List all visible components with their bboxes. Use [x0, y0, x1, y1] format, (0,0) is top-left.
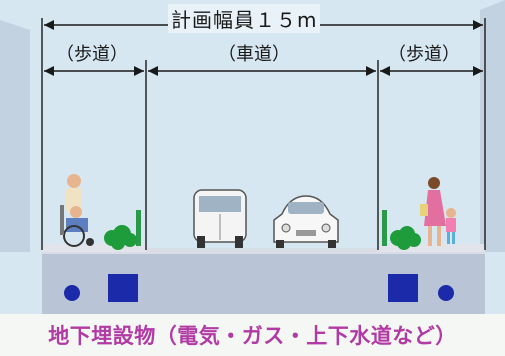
wheelchair-user-illustration [60, 174, 94, 247]
left-curb [42, 244, 146, 252]
right-curb [378, 244, 485, 252]
left-small-pipe [64, 285, 80, 301]
planned-width-label: 計画幅員１５m [168, 4, 321, 33]
left-building-silhouette [0, 20, 30, 252]
left-shrub [104, 225, 137, 250]
left-sidewalk-label: （歩道） [54, 40, 130, 66]
right-utility-conduit [388, 274, 418, 302]
right-building-silhouette [480, 0, 505, 252]
pedestrians-illustration [420, 177, 456, 246]
right-sidewalk-label: （歩道） [386, 40, 462, 66]
right-bollard [382, 210, 387, 246]
road-surface [42, 248, 485, 254]
left-bollard [136, 210, 141, 246]
right-shrub [390, 226, 421, 250]
left-utility-conduit [108, 274, 138, 302]
car-illustration [273, 195, 339, 248]
right-small-pipe [438, 285, 454, 301]
underground-utilities-caption: 地下埋設物（電気・ガス・上下水道など） [0, 314, 505, 356]
van-illustration [193, 189, 247, 248]
carriageway-label: （車道） [216, 40, 292, 66]
